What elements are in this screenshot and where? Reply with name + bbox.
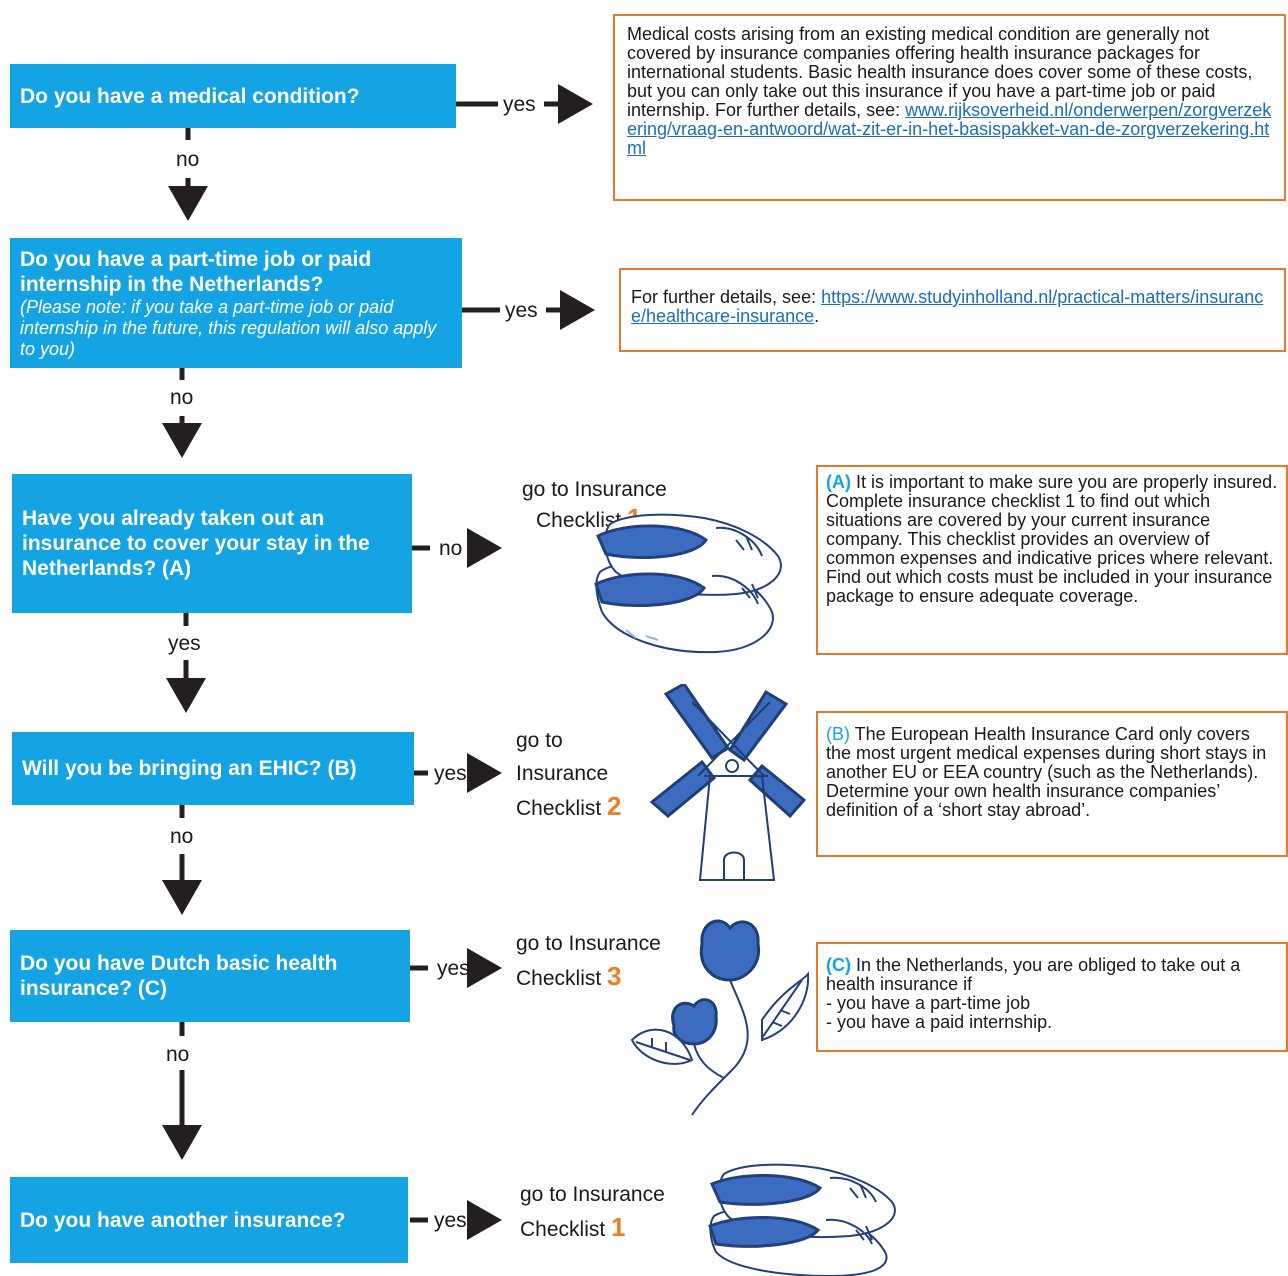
clogs-icon: [708, 1163, 896, 1276]
flow-label-yes: yes: [434, 762, 467, 785]
info-box-b: (B) The European Health Insurance Card o…: [816, 711, 1288, 857]
question-part-time-job: Do you have a part-time job or paid inte…: [10, 238, 462, 368]
info-box-c: (C) In the Netherlands, you are obliged …: [816, 942, 1288, 1052]
question-insurance-taken: Have you already taken out an insurance …: [12, 474, 412, 613]
checklist-link-3[interactable]: go to Insurance Checklist 3: [516, 932, 661, 991]
windmill-icon: [649, 684, 807, 881]
flow-label-yes: yes: [437, 957, 470, 980]
tulip-icon: [630, 919, 810, 1116]
flow-label-yes: yes: [505, 299, 538, 322]
checklist-link-1[interactable]: go to Insurance Checklist 1: [522, 478, 667, 532]
question-ehic: Will you be bringing an EHIC? (B): [12, 732, 414, 805]
checklist-link-2[interactable]: go to Insurance Checklist 2: [516, 729, 622, 821]
flow-label-no: no: [166, 1043, 190, 1066]
info-box-part-time-job: For further details, see: https://www.st…: [619, 268, 1286, 352]
info-box-a: (A) It is important to make sure you are…: [816, 465, 1288, 655]
question-another-insurance: Do you have another insurance?: [10, 1177, 408, 1263]
question-note: (Please note: if you take a part-time jo…: [20, 296, 437, 359]
flow-label-no: no: [170, 386, 194, 409]
flow-label-yes: yes: [434, 1209, 467, 1232]
rijksoverheid-link[interactable]: www.rijksoverheid.nl/onderwerpen/zorgver…: [627, 100, 1272, 158]
flow-label-yes: yes: [503, 93, 536, 116]
flow-label-no: no: [176, 148, 200, 171]
flow-label-yes: yes: [168, 632, 201, 655]
question-medical-condition: Do you have a medical condition?: [10, 64, 456, 128]
flow-label-no: no: [439, 537, 463, 560]
checklist-link-1-other[interactable]: go to Insurance Checklist 1: [520, 1183, 665, 1242]
question-dutch-basic-insurance: Do you have Dutch basic health insurance…: [10, 930, 410, 1022]
info-box-medical-condition: Medical costs arising from an existing m…: [613, 14, 1286, 201]
flow-label-no: no: [170, 825, 194, 848]
studyinholland-link[interactable]: https://www.studyinholland.nl/practical-…: [631, 287, 1264, 326]
clogs-icon: [594, 513, 782, 654]
